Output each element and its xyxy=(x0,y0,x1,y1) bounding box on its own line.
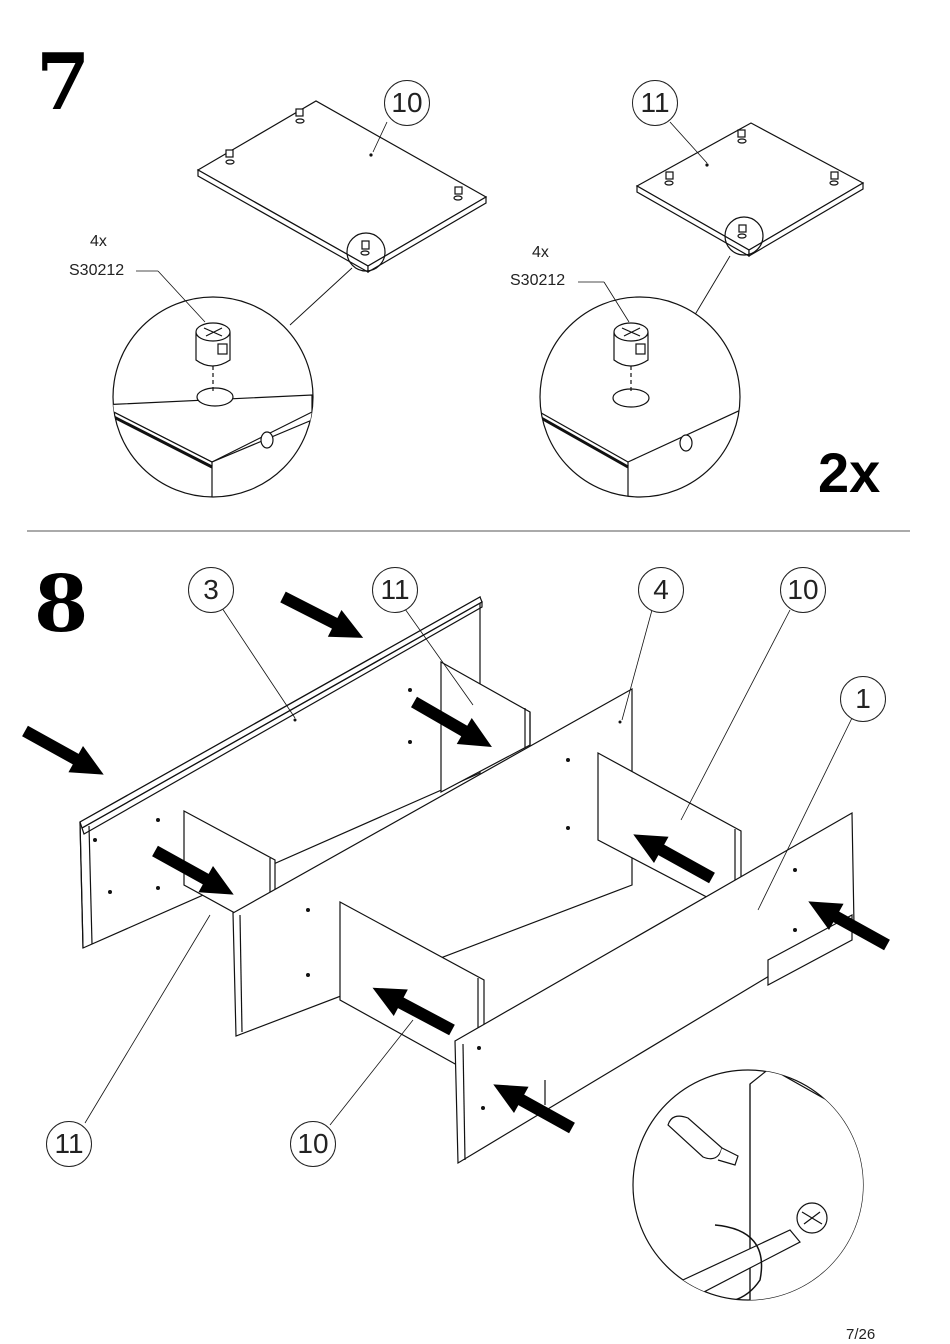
callout-part-4: 4 xyxy=(638,567,684,613)
panel-11-top xyxy=(637,123,863,256)
callout-part-10: 10 xyxy=(290,1121,336,1167)
callout-part-1: 1 xyxy=(840,676,886,722)
callout-part-10: 10 xyxy=(384,80,430,126)
callout-part-11: 11 xyxy=(46,1121,92,1167)
hardware-code-right: S30212 xyxy=(510,272,565,290)
callout-part-11: 11 xyxy=(632,80,678,126)
hardware-qty-right: 4x xyxy=(532,244,549,262)
repeat-count: 2x xyxy=(818,440,880,505)
step-7-number: 7 xyxy=(36,44,90,122)
page-number: 7/26 xyxy=(846,1326,875,1343)
detail-circle-screwdriver xyxy=(633,1068,880,1320)
panel-10-top xyxy=(198,101,486,272)
hardware-code-left: S30212 xyxy=(69,262,124,280)
detail-circle-right xyxy=(527,297,745,500)
step-8-number: 8 xyxy=(34,566,88,644)
detail-circle-left xyxy=(100,297,320,500)
cam-lock-icon xyxy=(797,1203,827,1233)
callout-part-10: 10 xyxy=(780,567,826,613)
cam-lock-icon xyxy=(614,323,648,366)
callout-part-11: 11 xyxy=(372,567,418,613)
callout-part-3: 3 xyxy=(188,567,234,613)
cam-lock-icon xyxy=(196,323,230,366)
hardware-qty-left: 4x xyxy=(90,233,107,251)
